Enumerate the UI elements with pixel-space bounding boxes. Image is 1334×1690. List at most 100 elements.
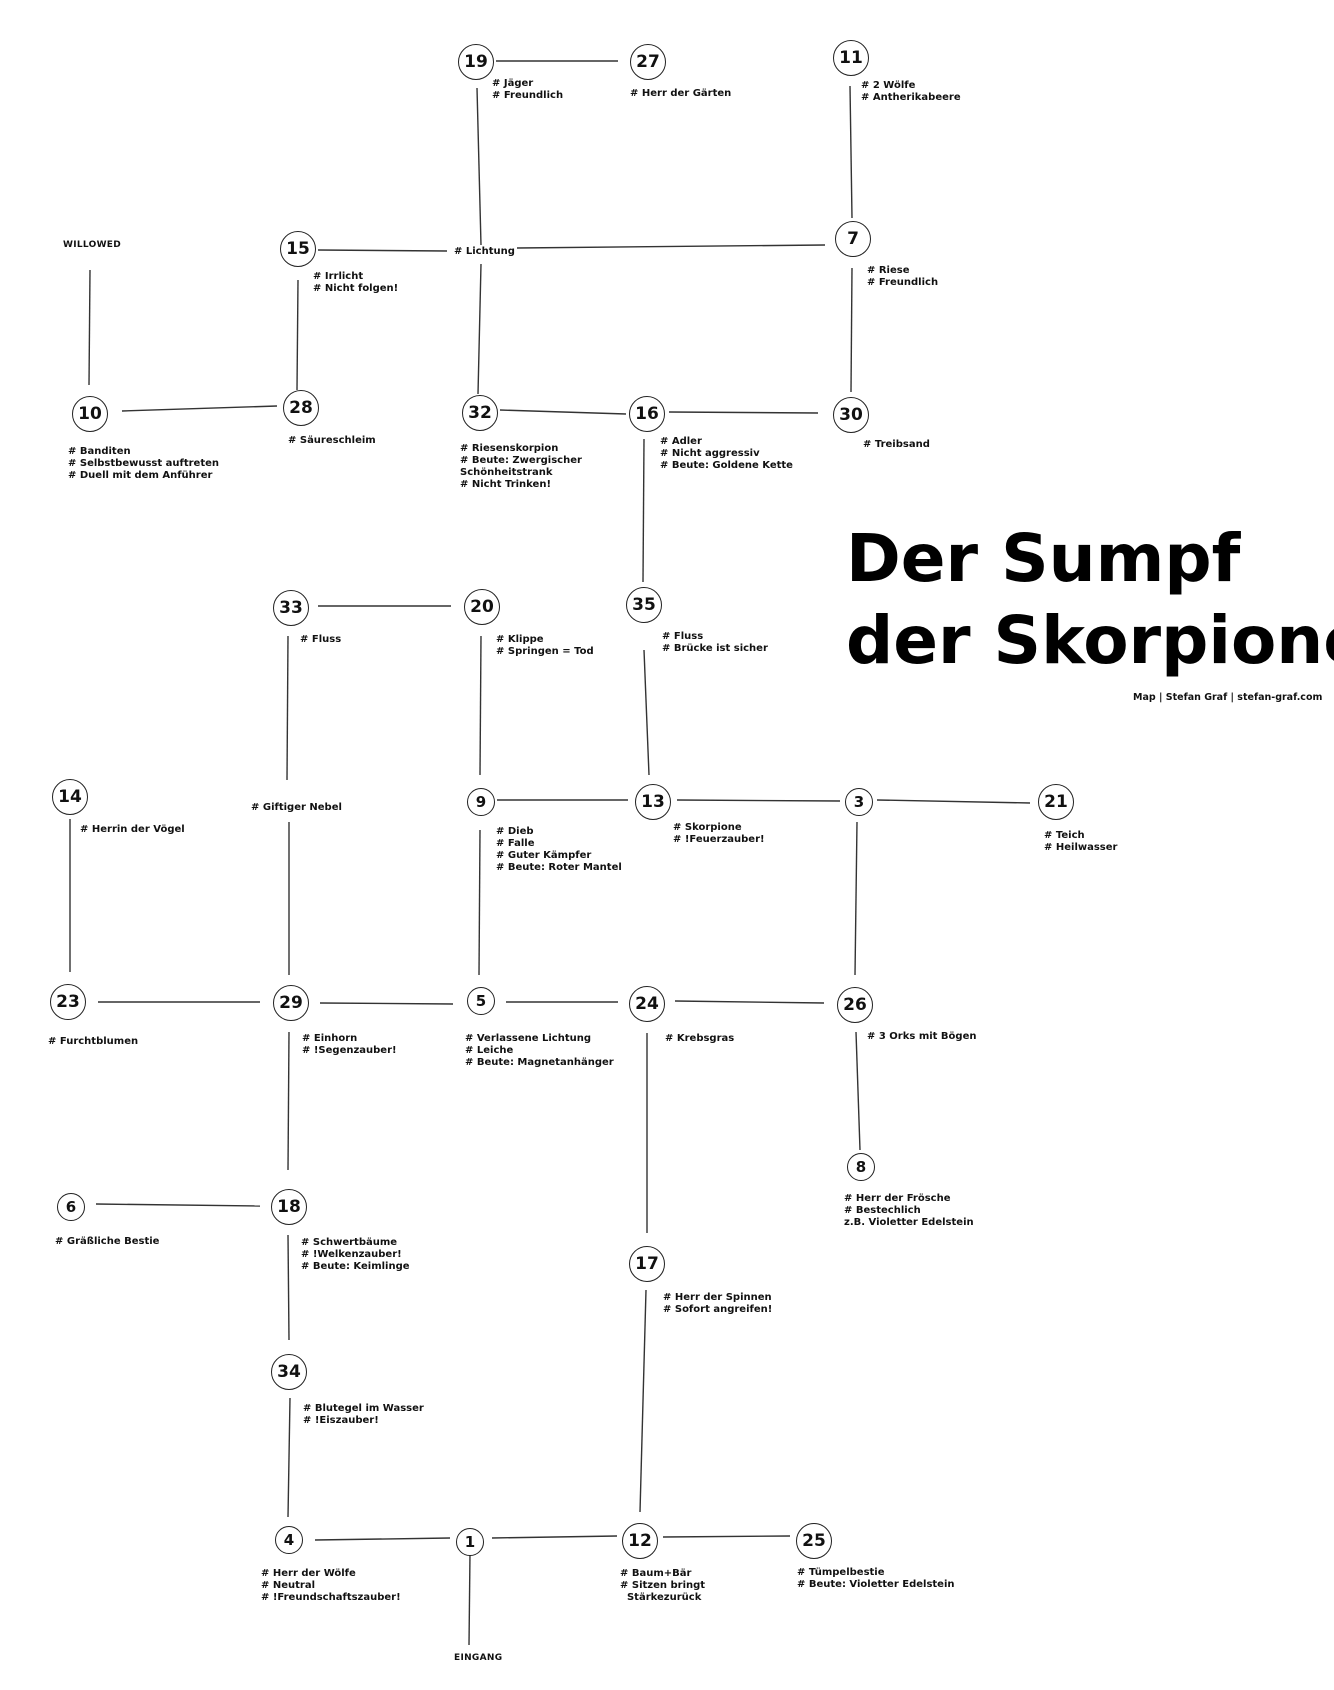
path-4-1 [314, 1537, 451, 1541]
map-credit: Map | Stefan Graf | stefan-graf.com [1133, 692, 1323, 703]
path-15-28 [296, 279, 299, 391]
path-lichtung-7 [516, 244, 826, 249]
path-32-16 [499, 409, 627, 415]
node-27[interactable]: 27 [630, 44, 666, 80]
path-3-26 [854, 821, 858, 976]
path-11-7 [849, 85, 853, 219]
path-6-18 [95, 1203, 261, 1207]
note-14: # Herrin der Vögel [80, 824, 185, 835]
note-32: # Riesenskorpion # Beute: Zwergischer Sc… [460, 443, 582, 490]
node-35[interactable]: 35 [626, 587, 662, 623]
note-6: # Gräßliche Bestie [55, 1236, 160, 1247]
path-10-28 [121, 405, 278, 412]
path-3-21 [876, 799, 1031, 804]
path-26-8 [855, 1031, 861, 1151]
note-23: # Furchtblumen [48, 1036, 139, 1047]
map-title-line-2: der Skorpione [846, 602, 1334, 679]
note-20: # Klippe # Springen = Tod [496, 634, 594, 657]
node-34[interactable]: 34 [271, 1354, 307, 1390]
path-9-5 [478, 829, 481, 976]
path-7-30 [850, 267, 853, 393]
path-1-12 [491, 1535, 618, 1539]
note-4: # Herr der Wölfe # Neutral # !Freundscha… [261, 1568, 401, 1603]
note-33: # Fluss [300, 634, 342, 645]
node-1[interactable]: 1 [456, 1528, 484, 1556]
path-16-30 [668, 411, 819, 414]
note-25: # Tümpelbestie # Beute: Violetter Edelst… [797, 1567, 955, 1590]
node-7[interactable]: 7 [835, 221, 871, 257]
node-3[interactable]: 3 [845, 788, 873, 816]
path-34-4 [287, 1397, 291, 1518]
node-12[interactable]: 12 [622, 1523, 658, 1559]
node-9[interactable]: 9 [467, 788, 495, 816]
path-29-18 [287, 1031, 290, 1171]
path-24-26 [674, 1000, 825, 1004]
node-14[interactable]: 14 [52, 779, 88, 815]
note-21: # Teich # Heilwasser [1044, 830, 1118, 853]
node-25[interactable]: 25 [796, 1523, 832, 1559]
willowed-label: WILLOWED [63, 240, 122, 250]
node-18[interactable]: 18 [271, 1189, 307, 1225]
note-8: # Herr der Frösche # Bestechlich z.B. Vi… [844, 1193, 974, 1228]
note-30: # Treibsand [863, 439, 930, 450]
note-15: # Irrlicht # Nicht folgen! [313, 271, 399, 294]
node-13[interactable]: 13 [635, 784, 671, 820]
node-17[interactable]: 17 [629, 1246, 665, 1282]
note-nebel: # Giftiger Nebel [251, 802, 342, 813]
node-23[interactable]: 23 [50, 984, 86, 1020]
node-30[interactable]: 30 [833, 397, 869, 433]
path-16-35 [642, 438, 645, 583]
note-29: # Einhorn # !Segenzauber! [302, 1033, 397, 1056]
note-5: # Verlassene Lichtung # Leiche # Beute: … [465, 1033, 614, 1068]
eingang-label: EINGANG [454, 1653, 503, 1663]
node-6[interactable]: 6 [57, 1193, 85, 1221]
path-35-13 [643, 649, 650, 776]
node-5[interactable]: 5 [467, 987, 495, 1015]
note-27: # Herr der Gärten [630, 88, 732, 99]
path-15-lichtung [317, 249, 448, 252]
note-17: # Herr der Spinnen # Sofort angreifen! [663, 1292, 773, 1315]
note-10: # Banditen # Selbstbewusst auftreten # D… [68, 446, 220, 481]
path-29-5 [319, 1002, 454, 1005]
note-12: # Baum+Bär # Sitzen bringt Stärkezurück [620, 1568, 706, 1603]
note-18: # Schwertbäume # !Welkenzauber! # Beute:… [301, 1237, 410, 1272]
path-20-9 [479, 635, 482, 776]
node-28[interactable]: 28 [283, 390, 319, 426]
note-34: # Blutegel im Wasser # !Eiszauber! [303, 1403, 424, 1426]
note-24: # Krebsgras [665, 1033, 735, 1044]
node-24[interactable]: 24 [629, 986, 665, 1022]
path-willowed-10 [88, 269, 91, 386]
note-19: # Jäger # Freundlich [492, 78, 564, 101]
path-12-25 [662, 1535, 791, 1538]
node-19[interactable]: 19 [458, 44, 494, 80]
node-21[interactable]: 21 [1038, 784, 1074, 820]
node-16[interactable]: 16 [629, 396, 665, 432]
node-33[interactable]: 33 [273, 590, 309, 626]
path-lichtung-32 [477, 263, 482, 395]
node-4[interactable]: 4 [275, 1526, 303, 1554]
map-title-line-1: Der Sumpf [846, 520, 1241, 597]
path-19-lichtung [476, 87, 482, 246]
node-29[interactable]: 29 [273, 985, 309, 1021]
path-1-eingang [468, 1552, 471, 1646]
node-8[interactable]: 8 [847, 1153, 875, 1181]
path-17-12 [639, 1289, 647, 1513]
node-15[interactable]: 15 [280, 231, 316, 267]
node-10[interactable]: 10 [72, 396, 108, 432]
note-35: # Fluss # Brücke ist sicher [662, 631, 768, 654]
note-9: # Dieb # Falle # Guter Kämpfer # Beute: … [496, 826, 622, 873]
node-20[interactable]: 20 [464, 589, 500, 625]
path-33-nebel [286, 635, 289, 781]
note-11: # 2 Wölfe # Antherikabeere [861, 80, 961, 103]
note-7: # Riese # Freundlich [867, 265, 939, 288]
note-16: # Adler # Nicht aggressiv # Beute: Golde… [660, 436, 793, 471]
node-26[interactable]: 26 [837, 987, 873, 1023]
node-32[interactable]: 32 [462, 395, 498, 431]
note-13: # Skorpione # !Feuerzauber! [673, 822, 765, 845]
node-11[interactable]: 11 [833, 40, 869, 76]
note-26: # 3 Orks mit Bögen [867, 1031, 977, 1042]
path-13-3 [676, 799, 841, 802]
map-title: Der Sumpf der Skorpione [846, 518, 1334, 682]
path-18-34 [287, 1234, 290, 1341]
